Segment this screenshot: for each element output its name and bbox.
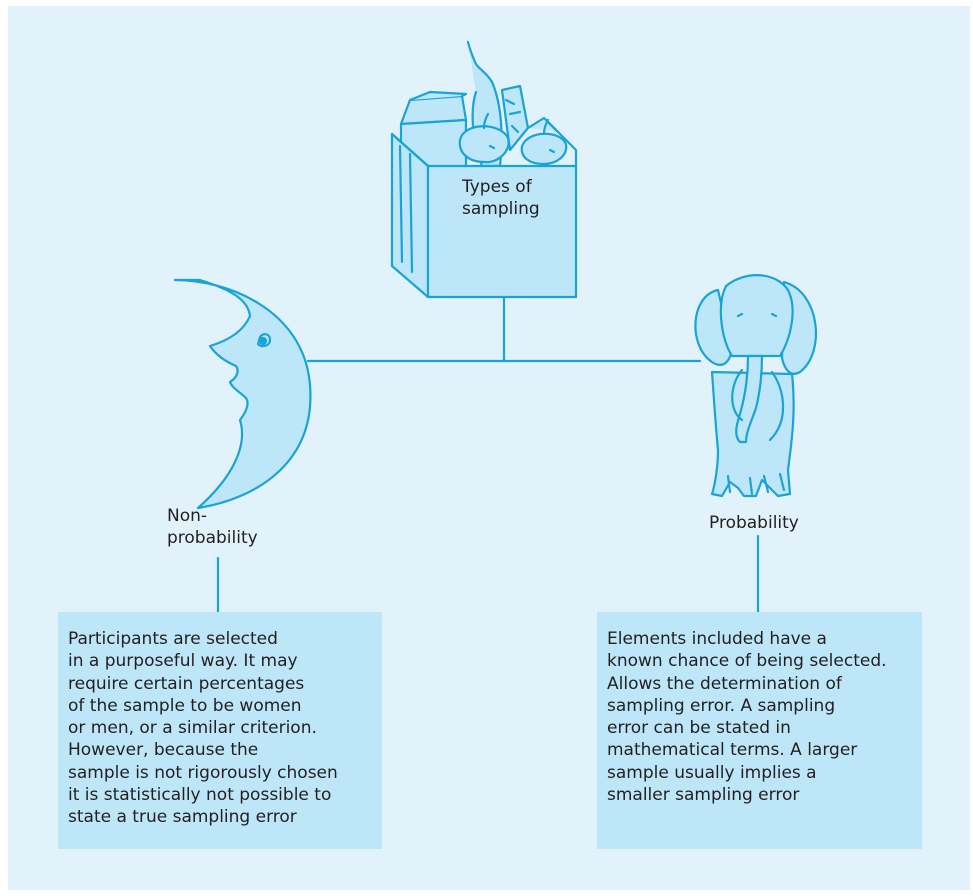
moon-icon bbox=[175, 280, 310, 508]
root-label: Types of sampling bbox=[462, 176, 562, 220]
grocery-box-icon bbox=[392, 42, 576, 297]
branch-label-non-probability: Non- probability bbox=[167, 505, 287, 549]
description-box-probability: Elements included have a known chance of… bbox=[597, 612, 922, 849]
branch-label-probability: Probability bbox=[709, 512, 829, 534]
elephant-icon bbox=[695, 275, 816, 496]
description-box-non-probability: Participants are selected in a purposefu… bbox=[58, 612, 382, 849]
